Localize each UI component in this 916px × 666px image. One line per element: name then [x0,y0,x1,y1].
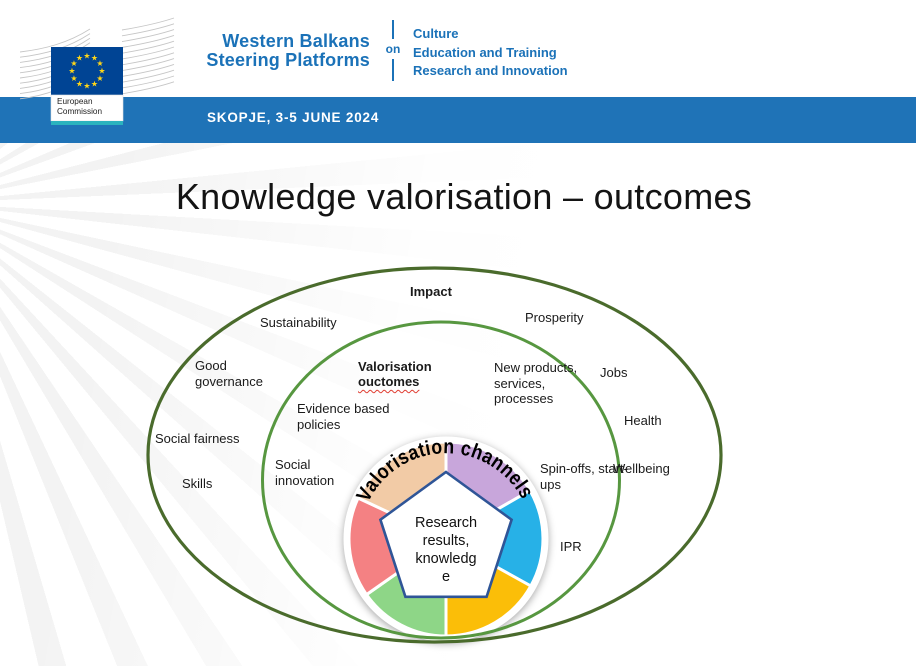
eu-star-icon: ★ [76,54,83,63]
logo-label-box [50,94,124,122]
pentagon-text-line4: e [442,569,450,585]
eu-star-icon: ★ [83,82,90,91]
impact-label-jobs: Jobs [600,365,628,380]
platform-topics: Culture Education and Training Research … [413,25,568,81]
valorisation-outcomes-ellipse [261,320,621,640]
impact-label-wellbeing: Wellbeing [613,461,670,476]
header: ★★★★★★★★★★★★ European Commission Western… [0,0,916,125]
divider-line-top [392,20,394,39]
outcome-label-social-innovation: Social innovation [275,457,335,488]
swoosh-line [121,34,175,48]
eu-star-icon: ★ [76,80,83,89]
vo-title-typo: ouctomes [358,374,420,389]
impact-label-sustainability: Sustainability [260,315,337,330]
swoosh-line [121,46,175,60]
swoosh-line [121,58,175,72]
on-divider: on [384,20,402,86]
event-banner: SKOPJE, 3-5 JUNE 2024 [0,97,916,143]
eu-flag-stars-icon: ★★★★★★★★★★★★ [68,52,105,91]
pentagon-text-line3: knowledg [415,551,476,567]
outcome-label-ipr: IPR [560,539,582,554]
eu-star-icon: ★ [70,59,77,68]
impact-label-prosperity: Prosperity [525,310,584,325]
swoosh-line [121,52,175,66]
eu-star-icon: ★ [96,74,103,83]
vo-title-prefix: Valorisation [358,358,432,374]
eu-star-icon: ★ [91,80,98,89]
brand-line1: Western Balkans [222,31,370,51]
pentagon-text-line1: Research [415,515,477,531]
impact-label-social-fairness: Social fairness [155,431,240,446]
swoosh-line [121,75,175,89]
european-commission-logo: ★★★★★★★★★★★★ European Commission [20,17,175,125]
eu-star-icon: ★ [83,52,90,61]
swoosh-line [121,69,175,83]
impact-ring-title: Impact [410,284,452,299]
logo-swoosh-right-icon [121,17,175,95]
impact-label-health: Health [624,413,662,428]
brand-line2: Steering Platforms [206,50,370,70]
swoosh-line [121,17,175,31]
valorisation-outcomes-ring-title: Valorisation ouctomes [358,343,432,390]
pentagon-text-line2: results, [423,533,470,549]
on-label: on [385,42,401,56]
swoosh-line [121,29,175,43]
swoosh-line [20,28,91,53]
impact-ellipse [146,266,723,644]
outcome-label-new-products: New products, services, processes [494,360,578,406]
outcome-label-evidence-policies: Evidence based policies [297,401,390,432]
swoosh-line [121,23,175,37]
impact-label-good-governance: Good governance [195,358,263,389]
logo-teal-underline [51,121,123,125]
eu-flag-icon [51,47,123,95]
eu-star-icon: ★ [91,54,98,63]
slide-title: Knowledge valorisation – outcomes [175,176,753,217]
event-banner-text: SKOPJE, 3-5 JUNE 2024 [207,110,380,125]
topic-education: Education and Training [413,44,557,60]
logo-text-line2: Commission [57,107,102,116]
topic-culture: Culture [413,26,459,41]
divider-line-bottom [392,59,394,81]
topic-research: Research and Innovation [413,63,568,78]
swoosh-line [121,81,175,95]
logo-text-line1: European [57,97,93,106]
eu-star-icon: ★ [98,67,105,76]
impact-label-skills: Skills [182,476,213,491]
eu-star-icon: ★ [68,67,75,76]
swoosh-line [121,40,175,54]
swoosh-line [121,63,175,77]
outcome-label-spin-offs: Spin-offs, start- ups [540,461,628,492]
eu-star-icon: ★ [70,74,77,83]
eu-star-icon: ★ [96,59,103,68]
platform-brand: Western Balkans Steering Platforms [150,32,370,70]
center-pentagon [378,470,514,599]
